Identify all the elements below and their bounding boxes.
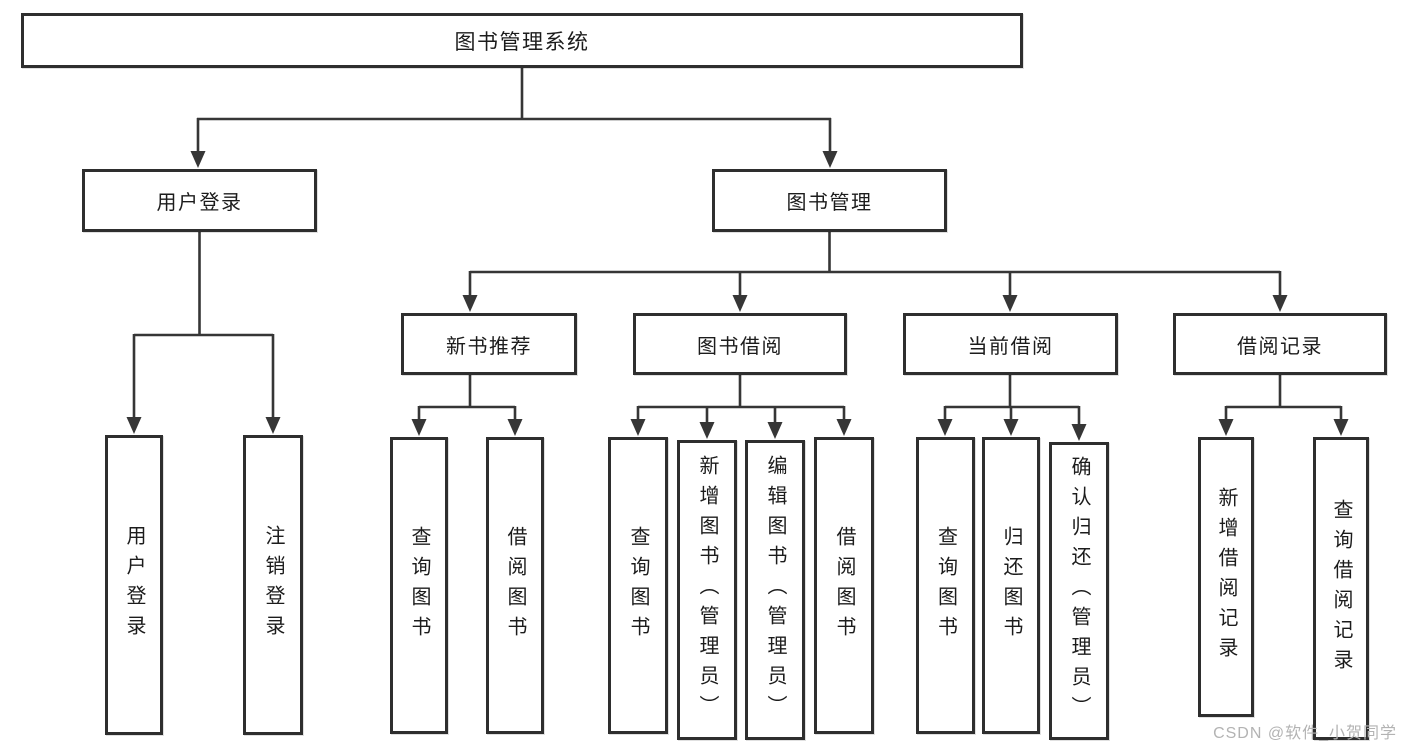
leaf-query-books-borrow-label: 查询图书: [627, 525, 649, 646]
leaf-user-login: 用户登录: [105, 435, 163, 735]
leaf-add-borrow-record-label: 新增借阅记录: [1215, 487, 1237, 667]
leaf-add-book-admin-label: 新增图书（管理员）: [696, 455, 718, 725]
csdn-watermark: CSDN @软件_小贺同学: [1213, 725, 1397, 742]
leaf-edit-book-admin: 编辑图书（管理员）: [745, 440, 805, 740]
leaf-query-borrow-record-label: 查询借阅记录: [1330, 498, 1352, 679]
leaf-add-book-admin: 新增图书（管理员）: [677, 440, 737, 740]
leaf-return-book: 归还图书: [982, 437, 1040, 734]
leaf-add-borrow-record: 新增借阅记录: [1198, 437, 1254, 717]
leaf-query-books-borrow: 查询图书: [608, 437, 668, 734]
leaf-borrow-books-label: 借阅图书: [833, 525, 855, 646]
node-user-login: 用户登录: [82, 169, 317, 232]
leaf-confirm-return-admin: 确认归还（管理员）: [1049, 442, 1109, 740]
leaf-query-books-current-label: 查询图书: [934, 525, 957, 646]
leaf-user-login-label: 用户登录: [123, 525, 145, 645]
node-current-borrow: 当前借阅: [903, 313, 1118, 375]
leaf-query-books-recommend-label: 查询图书: [408, 525, 430, 646]
leaf-query-books-recommend: 查询图书: [390, 437, 448, 734]
node-library-management-system: 图书管理系统: [21, 13, 1023, 68]
leaf-query-books-current: 查询图书: [916, 437, 975, 734]
node-borrow-records: 借阅记录: [1173, 313, 1387, 375]
leaf-borrow-books: 借阅图书: [814, 437, 874, 734]
leaf-query-borrow-record: 查询借阅记录: [1313, 437, 1369, 740]
node-book-management: 图书管理: [712, 169, 947, 232]
leaf-borrow-books-recommend-label: 借阅图书: [504, 525, 526, 646]
leaf-borrow-books-recommend: 借阅图书: [486, 437, 544, 734]
node-new-book-recommend: 新书推荐: [401, 313, 577, 375]
leaf-logout-label: 注销登录: [262, 525, 284, 645]
node-book-borrow: 图书借阅: [633, 313, 847, 375]
leaf-edit-book-admin-label: 编辑图书（管理员）: [764, 455, 786, 725]
leaf-logout: 注销登录: [243, 435, 303, 735]
leaf-confirm-return-admin-label: 确认归还（管理员）: [1068, 456, 1090, 726]
leaf-return-book-label: 归还图书: [1000, 525, 1022, 646]
